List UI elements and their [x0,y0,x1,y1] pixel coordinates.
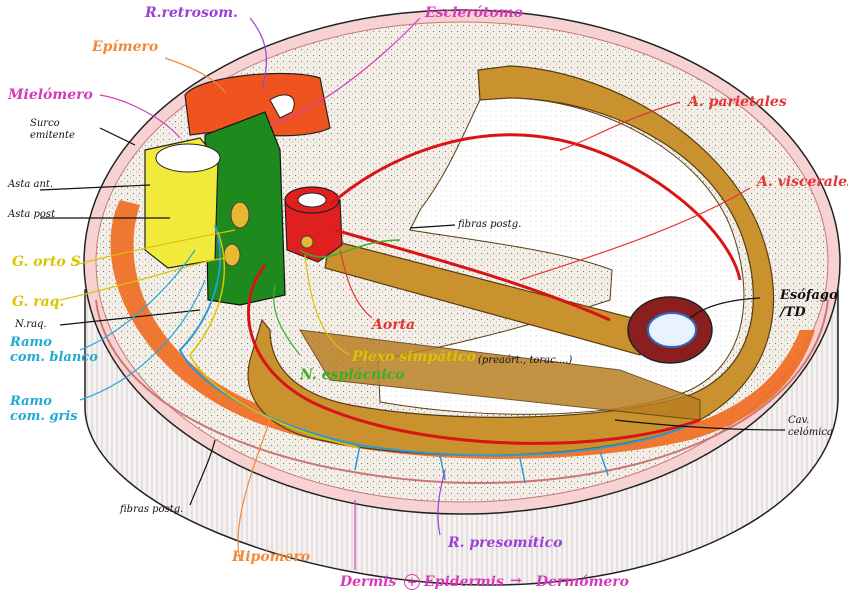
label-asta-post: Asta post [8,209,56,220]
label-g-raq: G. raq. [12,294,65,310]
label-mielomero: Mielómero [8,87,93,103]
label-dermomero: Dermómero [536,574,630,590]
label-a-viscerales: A. viscerales [757,174,848,190]
splanchnic-nerve [299,239,401,258]
label-n-raq: N.raq. [15,319,47,330]
label-ramo-gris: Ramo com. gris [10,394,78,424]
label-arrow: → [510,573,522,589]
label-aorta: Aorta [372,317,416,333]
label-fibras-postg-bottom: fibras postg. [120,504,184,515]
ventral-wall [299,329,701,421]
dorsal-mesentery [324,239,641,356]
label-a-parietales: A. parietales [688,94,787,110]
spinal-nerve [178,224,691,457]
aorta-inner [297,192,327,208]
sympathetic-ganglion [223,243,241,267]
label-dermis: Dermis [340,574,397,590]
label-epimero: Epímero [92,39,159,55]
label-n-esplacnico: N. esplácnico [300,367,405,383]
spinal-ganglion [230,201,250,229]
parietal-artery [328,133,742,281]
label-plexo-extra: (preaórt., torac....) [478,355,573,366]
label-g-orto: G. orto S [12,254,81,270]
esophagus-lumen [647,312,697,348]
label-r-presomitico: R. presomítico [448,535,563,551]
visceral-artery [334,228,611,322]
label-esclerotomo: Esclerótomo [425,5,523,21]
label-ramo-blanco: Ramo com. blanco [10,335,98,365]
label-fibras-postg-top: fibras postg. [458,219,522,230]
label-plexo: Plexo simpático [352,349,476,365]
rami-branches [354,444,609,484]
label-r-retrosom: R.retrosom. [145,5,238,21]
preaortic-ganglion [300,235,314,249]
dermis-inner-edge [95,299,829,485]
label-surco-emitente: Surco emitente [30,118,75,141]
label-epidermis: Epidermis [424,574,504,590]
label-plus: + [404,574,420,590]
leader-lines [39,17,786,570]
epimere-white-notch [269,94,295,119]
neural-tube-top [155,143,221,173]
label-hipomero: Hipómero [232,549,311,565]
spinal-nerve-yellow [189,231,361,449]
label-asta-ant: Asta ant. [8,179,54,190]
coelomic-body-wall [247,65,775,456]
label-esofago: Esófago /TD [780,288,838,320]
label-cav-celomica: Cav. celómica [788,415,833,438]
ventral-parietal-artery [247,264,701,445]
